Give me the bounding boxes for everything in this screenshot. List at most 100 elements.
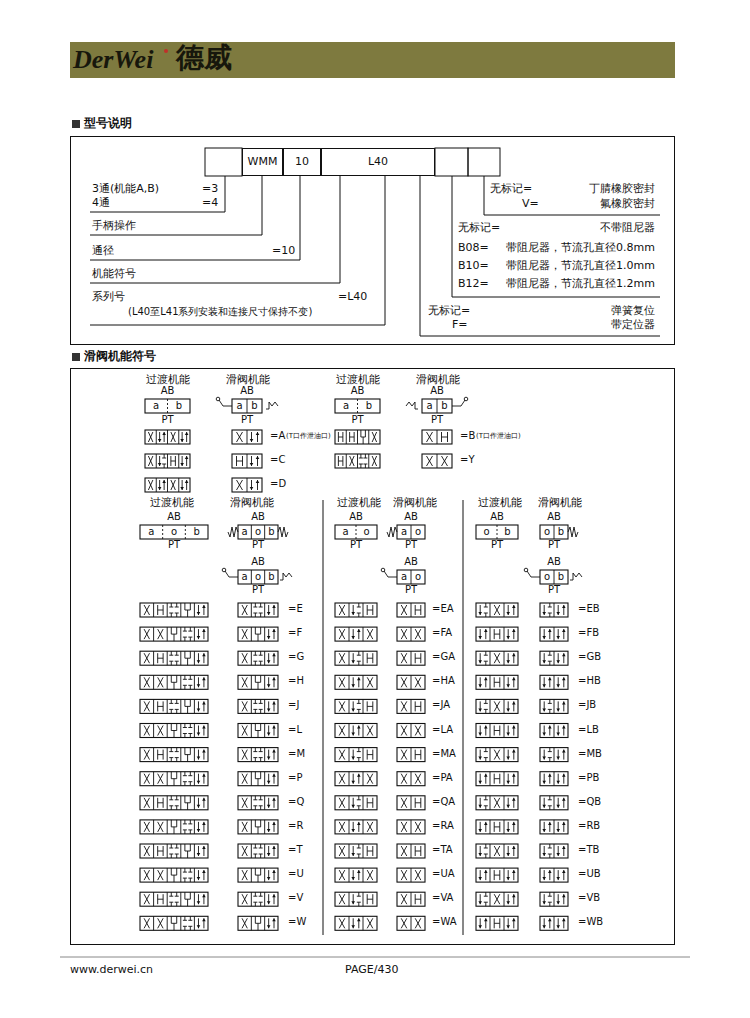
symbol-line <box>415 802 421 803</box>
symbol-line <box>368 430 369 444</box>
symbol-line <box>176 796 177 800</box>
symbol-line <box>255 748 256 752</box>
valve-box <box>397 603 425 617</box>
label: =TB <box>578 845 599 856</box>
symbol-line <box>367 802 373 803</box>
arrow-head <box>185 432 189 435</box>
label: 滑阀机能 <box>416 374 460 387</box>
valve-box <box>232 430 262 444</box>
symbol-line <box>171 627 172 634</box>
valve-box <box>335 868 377 882</box>
label: =LB <box>578 725 599 736</box>
spring-symbol <box>228 527 238 537</box>
arrow-head <box>197 660 201 663</box>
arrow-head <box>197 612 201 615</box>
arrow-head <box>542 853 546 856</box>
symbol-line <box>183 727 187 728</box>
symbol-line <box>180 868 181 882</box>
symbol-line <box>237 480 243 490</box>
arrow-head <box>506 853 510 856</box>
symbol-line <box>178 478 179 492</box>
arrow-head <box>351 612 355 615</box>
symbol-line <box>490 796 491 810</box>
symbol-line <box>251 525 252 539</box>
symbol-line <box>190 820 191 824</box>
valve-box <box>145 430 190 444</box>
symbol-line <box>148 480 153 490</box>
arrow-head <box>272 798 276 801</box>
symbol-line <box>411 525 412 539</box>
logo-dot <box>164 49 168 53</box>
symbol-line <box>504 844 505 858</box>
symbol-line <box>548 896 552 897</box>
symbol-line <box>357 703 361 704</box>
arrow-head <box>267 925 271 928</box>
symbol-line <box>363 892 364 906</box>
valve-box <box>540 868 568 882</box>
label: PT <box>161 415 173 426</box>
symbol-line <box>401 798 407 808</box>
symbol-line <box>175 703 179 704</box>
symbol-line <box>411 603 412 617</box>
arrow-head <box>556 925 560 928</box>
arrow-head <box>478 684 482 687</box>
symbol-line <box>415 629 421 639</box>
section-marker <box>72 120 80 128</box>
symbol-line <box>255 661 256 665</box>
symbol-line <box>484 655 488 656</box>
symbol-line <box>260 661 261 665</box>
symbol-line <box>358 651 359 655</box>
valve-box <box>397 844 425 858</box>
symbol-line <box>169 613 173 614</box>
symbol-line <box>144 798 149 808</box>
symbol-line <box>242 870 247 880</box>
symbol-line <box>144 750 149 760</box>
label: a <box>236 401 242 412</box>
symbol-line <box>158 822 163 832</box>
symbol-line <box>372 456 377 466</box>
symbol-line <box>357 454 358 468</box>
symbol-line <box>415 774 421 784</box>
symbol-line <box>264 844 265 858</box>
label: 4通 <box>92 197 110 210</box>
symbol-line <box>242 774 247 784</box>
arrow-head <box>351 708 355 711</box>
label: =G <box>288 652 304 663</box>
label: 不带阻尼器 <box>600 222 655 235</box>
symbol-line <box>144 870 149 880</box>
symbol-line <box>401 822 407 832</box>
symbol-line <box>242 846 247 856</box>
symbol-line <box>339 677 345 687</box>
symbol-line <box>264 627 265 641</box>
arrow-head <box>542 805 546 808</box>
symbol-line <box>255 844 256 848</box>
symbol-line <box>251 772 252 786</box>
symbol-line <box>401 629 407 639</box>
valve-box <box>540 916 568 930</box>
symbol-line <box>183 775 187 776</box>
arrow-head <box>512 653 516 656</box>
symbol-line <box>427 456 433 466</box>
label: =HB <box>578 676 601 687</box>
valve-box <box>238 772 278 786</box>
symbol-line <box>494 923 500 924</box>
symbol-line <box>242 798 247 808</box>
symbol-line <box>490 675 491 689</box>
symbol-line <box>264 796 265 810</box>
arrow-head <box>357 822 361 825</box>
arrow-head <box>267 805 271 808</box>
symbol-line <box>484 848 488 849</box>
arrow-head <box>202 629 206 632</box>
arrow-head <box>180 463 184 466</box>
symbol-line <box>171 854 172 858</box>
arrow-head <box>202 870 206 873</box>
symbol-line <box>494 701 500 711</box>
symbol-line <box>180 627 181 641</box>
valve-box <box>397 651 425 665</box>
arrow-head <box>556 805 560 808</box>
valve-box <box>335 796 377 810</box>
symbol-line <box>401 677 407 687</box>
symbol-line <box>171 461 176 462</box>
label: 过渡机能 <box>146 374 190 387</box>
symbol-line <box>349 916 350 930</box>
